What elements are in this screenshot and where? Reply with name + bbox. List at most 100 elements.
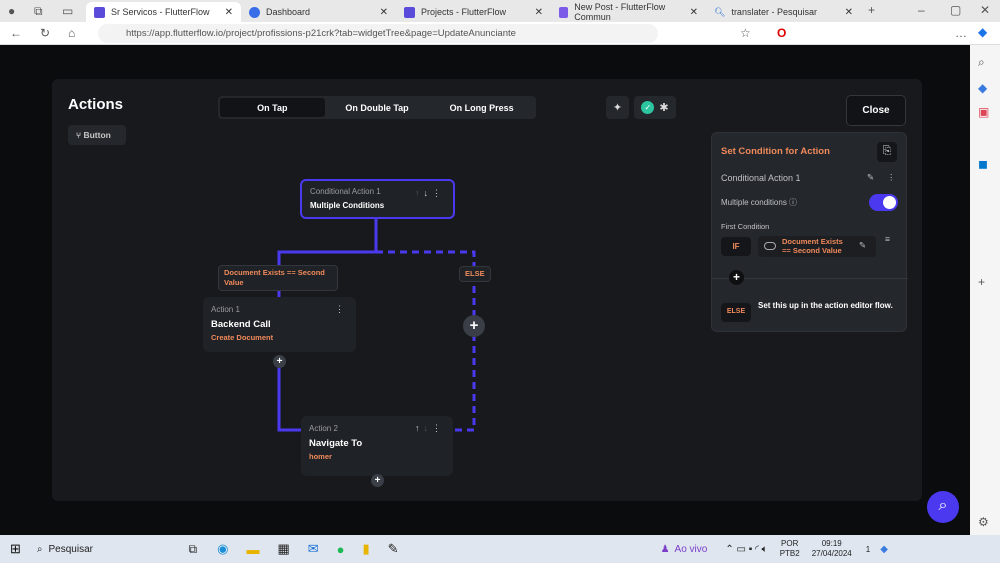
tab-on-tap[interactable]: On Tap: [220, 98, 325, 117]
taskbar-search[interactable]: Pesquisar: [48, 543, 93, 555]
live-label[interactable]: Ao vivo: [674, 543, 708, 555]
close-window-icon[interactable]: ✕: [980, 3, 991, 17]
info-icon: ⓘ: [789, 198, 798, 207]
node-title: Navigate To: [309, 438, 363, 449]
tab-on-double-tap[interactable]: On Double Tap: [345, 103, 409, 113]
taskbar: ⊞ ⌕ Pesquisar ⧉ ◉ ▬ ▦ ✉ ● ▮ ✎ ♟ Ao vivo …: [0, 535, 1000, 563]
node-title: Backend Call: [211, 319, 271, 330]
mail-icon[interactable]: ✉: [307, 541, 319, 556]
close-tab-icon[interactable]: ✕: [534, 6, 543, 18]
browser-tab[interactable]: Projects - FlutterFlow✕: [396, 2, 551, 22]
refresh-icon[interactable]: ↻: [40, 26, 51, 40]
back-icon[interactable]: ←: [10, 26, 22, 40]
store-icon[interactable]: ▦: [277, 541, 290, 556]
toolbox-icon[interactable]: ▣: [978, 105, 990, 119]
favorite-icon[interactable]: ☆: [740, 26, 751, 40]
widget-icon: ⑂: [76, 130, 84, 140]
task-view-icon[interactable]: ⧉: [188, 541, 198, 556]
arrow-up-icon: ↑: [415, 423, 424, 433]
more-icon: ⋮: [432, 423, 445, 433]
else-branch-line: [376, 250, 476, 432]
debug-group: ✓✱: [634, 96, 676, 119]
more-icon[interactable]: ⋮: [887, 172, 896, 182]
notifications-badge[interactable]: 1: [865, 544, 871, 554]
minimize-icon[interactable]: –: [918, 3, 925, 17]
tray-icons[interactable]: ⌃ ▭ ▪ ◜ 🔈︎: [725, 543, 768, 555]
workspaces-icon[interactable]: ⧉: [34, 4, 43, 18]
search-fab[interactable]: ⌕: [927, 491, 959, 523]
close-tab-icon[interactable]: ✕: [224, 6, 233, 18]
live-icon: ♟: [660, 543, 670, 555]
action-node[interactable]: Action 1 Backend Call Create Document ⋮: [203, 297, 356, 352]
explorer-icon[interactable]: ▬: [246, 541, 260, 557]
node-label: Action 1: [211, 305, 240, 314]
widget-chip-label: Button: [83, 130, 111, 140]
actions-modal: Actions ⑂ Button On Tap On Double Tap On…: [52, 79, 922, 501]
tab-label: Sr Servicos - FlutterFlow: [111, 7, 210, 17]
multiple-conditions-label: Multiple conditions ⓘ: [721, 198, 798, 207]
add-action-icon[interactable]: +: [273, 355, 286, 368]
more-icon[interactable]: …: [955, 26, 967, 40]
edit-icon[interactable]: ✎: [867, 172, 875, 182]
browser-tab[interactable]: Dashboard✕: [241, 2, 396, 22]
close-tab-icon[interactable]: ✕: [379, 6, 388, 18]
else-badge: ELSE: [721, 303, 751, 322]
close-tab-icon[interactable]: ✕: [689, 6, 698, 18]
tab-on-long-press[interactable]: On Long Press: [449, 103, 514, 113]
tab-actions-icon[interactable]: ▭: [62, 4, 74, 18]
close-tab-icon[interactable]: ✕: [844, 6, 853, 18]
browser-tab[interactable]: New Post - FlutterFlow Commun✕: [551, 2, 706, 22]
tab-label: translater - Pesquisar: [731, 7, 817, 17]
node-controls[interactable]: ↑↓⋮: [415, 423, 445, 434]
close-button[interactable]: Close: [846, 95, 906, 126]
copilot-icon[interactable]: ◆: [978, 25, 988, 39]
profile-icon[interactable]: ●: [8, 4, 16, 18]
home-icon[interactable]: ⌂: [68, 26, 76, 40]
else-label[interactable]: ELSE: [459, 266, 491, 282]
conditional-action-node[interactable]: Conditional Action 1 Multiple Conditions…: [300, 179, 455, 219]
browser-tab[interactable]: 🔍︎ translater - Pesquisar ✕: [706, 2, 861, 22]
settings-icon[interactable]: ⚙: [978, 515, 989, 529]
multiple-conditions-toggle[interactable]: [869, 194, 898, 211]
search-icon[interactable]: ⌕: [978, 55, 985, 69]
more-icon[interactable]: ⋮: [335, 304, 348, 314]
search-favicon: 🔍︎: [714, 6, 726, 17]
drag-handle-icon[interactable]: ≡: [885, 234, 890, 244]
action-node[interactable]: Action 2 Navigate To homer ↑↓⋮: [301, 416, 453, 476]
app-icon[interactable]: ▮: [362, 541, 370, 556]
search-icon: ⌕: [36, 543, 43, 555]
add-icon[interactable]: +: [978, 275, 986, 289]
browser-tab[interactable]: Sr Servicos - FlutterFlow ✕: [86, 2, 241, 22]
copilot-icon[interactable]: ◆: [880, 543, 888, 555]
new-tab-icon[interactable]: +: [868, 3, 876, 17]
maximize-icon[interactable]: ▢: [950, 3, 962, 17]
check-icon[interactable]: ✓: [641, 101, 655, 114]
arrow-down-icon: ↓: [423, 423, 432, 433]
outlook-icon[interactable]: ◼: [978, 157, 988, 171]
ai-icon[interactable]: ✦: [606, 96, 629, 119]
opera-icon[interactable]: O: [777, 26, 787, 40]
node-controls[interactable]: ↑↓⋮: [415, 188, 445, 199]
arrow-up-icon: ↑: [415, 188, 424, 198]
edit-icon[interactable]: ✎: [859, 240, 867, 250]
condition-label[interactable]: Document Exists == Second Value: [218, 265, 338, 291]
node-label: Action 2: [309, 424, 338, 433]
bug-icon[interactable]: ✱: [659, 102, 669, 114]
edge-icon[interactable]: ◉: [217, 541, 229, 556]
windows-start-icon[interactable]: ⊞: [10, 541, 21, 556]
edge-sidebar: ⌕ ◆ ▣ ◼ + ⚙: [970, 45, 1000, 535]
flutterflow-favicon: [404, 6, 415, 18]
dashboard-favicon: [249, 6, 260, 18]
notes-icon[interactable]: ⎘: [877, 142, 897, 162]
tag-icon[interactable]: ◆: [978, 81, 988, 95]
condition-field[interactable]: Document Exists== Second Value ✎: [758, 236, 876, 257]
url-input[interactable]: https://app.flutterflow.io/project/profi…: [98, 24, 658, 43]
add-action-icon[interactable]: +: [371, 474, 384, 487]
more-icon: ⋮: [432, 188, 445, 198]
spotify-icon[interactable]: ●: [336, 541, 345, 557]
paint-icon[interactable]: ✎: [387, 541, 399, 556]
add-condition-icon[interactable]: +: [729, 270, 744, 285]
add-else-action-icon[interactable]: +: [463, 315, 485, 337]
